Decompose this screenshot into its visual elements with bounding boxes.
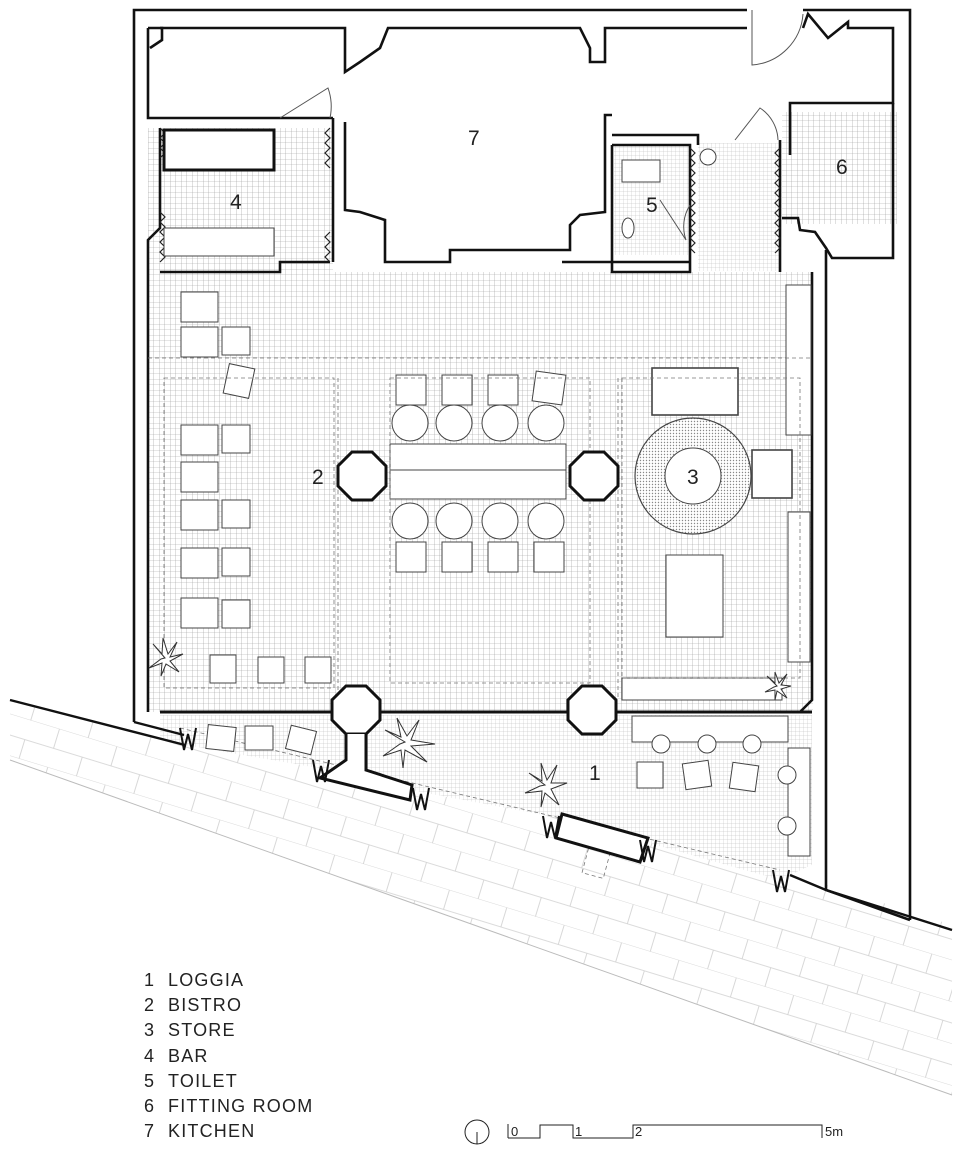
storefront [160, 710, 812, 864]
zone-lines [148, 357, 812, 879]
columns [330, 450, 620, 736]
scale-bar [507, 1124, 823, 1139]
zigzag-edges [159, 127, 781, 263]
bar-counter [162, 128, 276, 257]
room-label-5: 5 [646, 194, 658, 217]
bistro-furniture [180, 284, 812, 701]
store-display [634, 417, 752, 535]
room-label-6: 6 [836, 156, 848, 179]
room-label-1: 1 [589, 762, 601, 785]
scale-label-0: 0 [511, 1124, 518, 1139]
scale-label-5m: 5m [825, 1124, 843, 1139]
room-label-2: 2 [312, 466, 324, 489]
room-label-4: 4 [230, 191, 242, 214]
plant-icons [148, 637, 792, 808]
fitting-room-floor [782, 112, 897, 224]
toilet-fixtures [621, 148, 717, 239]
facade-edge [9, 698, 953, 932]
room-label-3: 3 [687, 466, 699, 489]
scale-label-2: 2 [635, 1124, 642, 1139]
street-paving [9, 700, 953, 1096]
w-markers [179, 727, 790, 893]
door-swings [279, 10, 804, 241]
walls [132, 8, 912, 922]
loggia-furniture [205, 715, 811, 857]
room-label-7: 7 [468, 127, 480, 150]
scale-label-1: 1 [575, 1124, 582, 1139]
north-arrow-icon [464, 1119, 490, 1145]
